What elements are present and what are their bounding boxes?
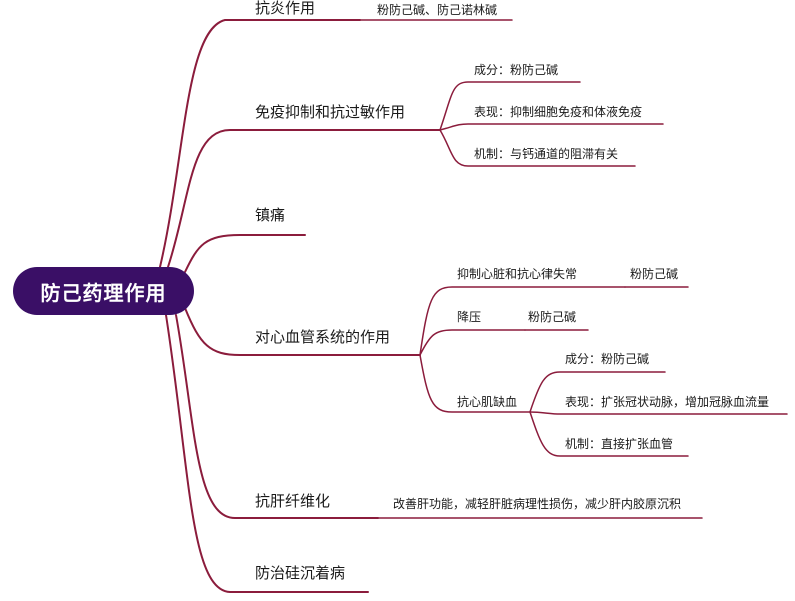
connector-b4-item2 (419, 329, 526, 356)
branch-cardiovascular-item-3-sub-3[interactable]: 机制：直接扩张血管 (565, 437, 674, 451)
connector-b4-item3 (419, 354, 531, 413)
branch-immunosuppression-item-3[interactable]: 机制：与钙通道的阻滞有关 (474, 147, 619, 161)
branch-cardiovascular-item-1-note[interactable]: 粉防己碱 (630, 267, 679, 281)
branch-anti-inflammation[interactable]: 抗炎作用 (255, 0, 316, 17)
branch-immunosuppression-item-2[interactable]: 表现：抑制细胞免疫和体液免疫 (474, 105, 643, 119)
connector-root-b6 (165, 314, 369, 593)
connector-root-b1 (159, 19, 361, 268)
branch-cardiovascular-item-3-sub-1[interactable]: 成分：粉防己碱 (565, 352, 650, 366)
connector-root-b2 (167, 129, 441, 268)
connector-b2-item3 (439, 129, 636, 167)
branch-cardiovascular-item-1[interactable]: 抑制心脏和抗心律失常 (457, 267, 578, 281)
branch-immunosuppression-item-1[interactable]: 成分：粉防己碱 (474, 63, 559, 77)
branch-silicosis[interactable]: 防治硅沉着病 (255, 564, 346, 582)
connector-root-b4 (184, 307, 421, 356)
branch-cardiovascular-item-2[interactable]: 降压 (457, 310, 482, 324)
connector-root-b3 (184, 234, 306, 273)
connector-b2-item2 (439, 123, 664, 131)
branch-cardiovascular[interactable]: 对心血管系统的作用 (255, 328, 391, 346)
connector-b4-item1 (419, 286, 626, 356)
connector-b4-item3-sub3 (529, 411, 689, 457)
branch-cardiovascular-item-3-sub-2[interactable]: 表现：扩张冠状动脉，增加冠脉血流量 (565, 395, 770, 409)
branch-cardiovascular-item-2-note[interactable]: 粉防己碱 (528, 310, 577, 324)
branch-anti-liver-fibrosis-note[interactable]: 改善肝功能，减轻肝脏病理性损伤，减少肝内胶原沉积 (393, 497, 682, 511)
branch-anti-inflammation-note[interactable]: 粉防己碱、防己诺林碱 (377, 3, 498, 17)
branch-immunosuppression[interactable]: 免疫抑制和抗过敏作用 (255, 103, 406, 121)
connector-b4-item3-sub2 (529, 411, 788, 415)
root-node[interactable]: 防己药理作用 (13, 267, 194, 315)
branch-cardiovascular-item-3[interactable]: 抗心肌缺血 (457, 395, 518, 409)
branch-anti-liver-fibrosis[interactable]: 抗肝纤维化 (255, 492, 331, 510)
connector-b4-item3-sub1 (529, 371, 666, 413)
connector-root-b5 (175, 314, 379, 519)
connector-b2-item1 (439, 81, 581, 131)
branch-analgesia[interactable]: 镇痛 (255, 206, 286, 224)
